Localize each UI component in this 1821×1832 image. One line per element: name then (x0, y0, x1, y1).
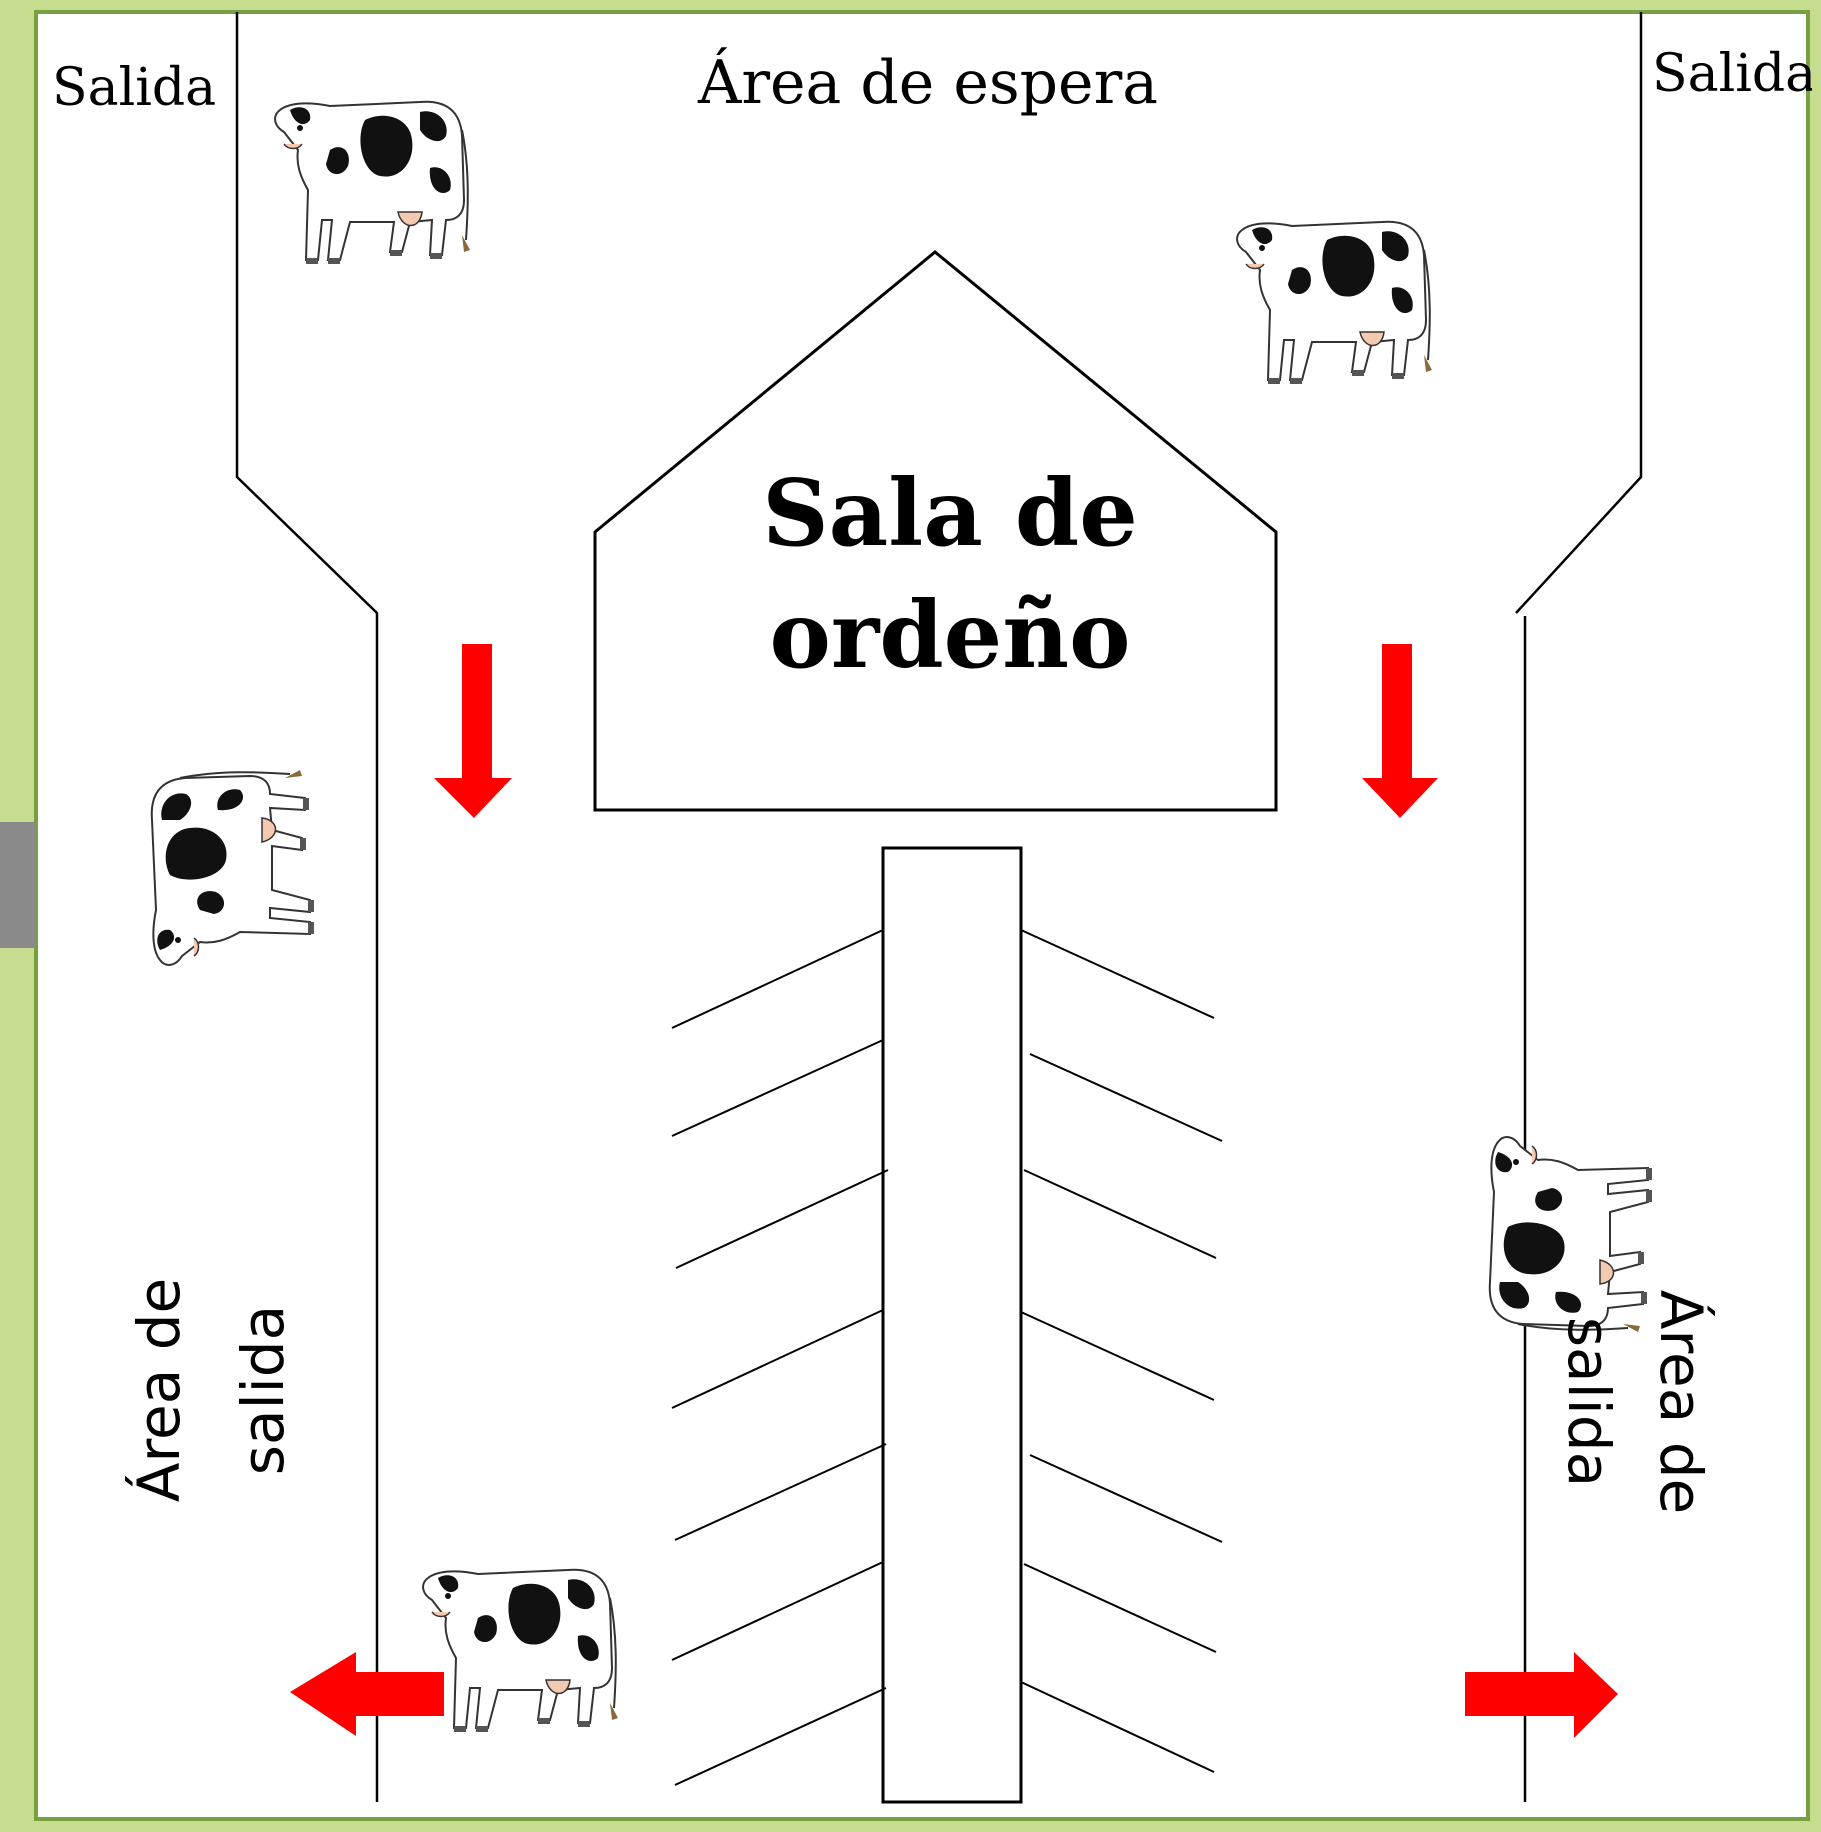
exit-label-right: Salida (1652, 44, 1812, 104)
waiting-area-label: Área de espera (698, 48, 1159, 118)
left-corridor-wall (235, 12, 379, 1802)
exit-area-right-line2: salida (1555, 1316, 1623, 1488)
arrow-down-right-icon (1362, 644, 1438, 818)
edge-patch (0, 822, 36, 948)
parlor-title: Sala de ordeño (700, 452, 1200, 696)
exit-label-left: Salida (52, 58, 217, 118)
parlor-title-line1: Sala de (762, 459, 1138, 567)
milking-pit (881, 846, 1023, 1804)
exit-area-label-right: Área de salida (1543, 1252, 1727, 1552)
exit-area-label-left: Área de salida (107, 1240, 315, 1540)
arrow-right-icon (1465, 1652, 1618, 1738)
exit-area-left-line1: Área de (125, 1277, 193, 1503)
exit-area-left-line2: salida (229, 1304, 297, 1476)
stall-dividers-left (671, 929, 889, 1786)
arrow-left-icon (290, 1652, 444, 1736)
stall-dividers-right (1020, 929, 1223, 1773)
milking-parlor-building (593, 250, 1278, 812)
arrow-down-left-icon (434, 644, 512, 818)
parlor-title-line2: ordeño (769, 581, 1131, 689)
exit-area-right-line1: Área de (1647, 1289, 1715, 1515)
